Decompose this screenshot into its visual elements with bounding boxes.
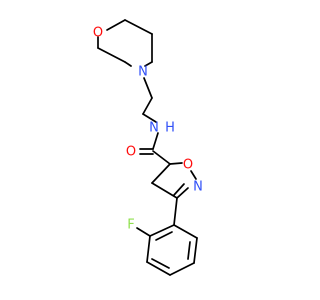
bond xyxy=(124,61,132,67)
bond xyxy=(151,258,170,269)
ring-nitrogen-label: N xyxy=(193,180,203,195)
bond xyxy=(106,19,126,31)
bond xyxy=(176,187,189,199)
bond xyxy=(187,241,191,260)
bond xyxy=(97,47,126,63)
bond xyxy=(142,97,153,115)
carbonyl-oxygen-label: O xyxy=(126,145,136,160)
bond xyxy=(142,113,157,123)
bond xyxy=(149,224,175,237)
atom-labels: O N N H O O N F xyxy=(93,26,203,233)
bond xyxy=(152,132,159,150)
bonds xyxy=(97,19,198,276)
bond xyxy=(193,237,198,264)
molecule-structure: O N N H O O N F xyxy=(93,19,203,276)
bond xyxy=(169,262,195,276)
bond xyxy=(152,150,171,165)
bond xyxy=(173,183,185,196)
bond xyxy=(173,224,198,239)
bond xyxy=(190,170,197,180)
bond xyxy=(124,19,153,35)
amide-hydrogen-label: H xyxy=(165,121,175,136)
ring-oxygen-label: O xyxy=(183,158,193,173)
bond xyxy=(151,182,178,199)
bond xyxy=(173,197,178,226)
bond xyxy=(151,163,171,184)
bond xyxy=(146,261,171,276)
bond xyxy=(144,61,153,67)
bond xyxy=(143,77,153,99)
fluorine-label: F xyxy=(127,218,134,233)
bond xyxy=(146,235,151,263)
morpholine-oxygen-label: O xyxy=(93,26,103,41)
bond xyxy=(136,227,151,237)
morpholine-nitrogen-label: N xyxy=(138,65,148,80)
bond xyxy=(155,231,173,241)
amide-nitrogen-label: N xyxy=(149,121,159,136)
bond xyxy=(169,162,183,165)
